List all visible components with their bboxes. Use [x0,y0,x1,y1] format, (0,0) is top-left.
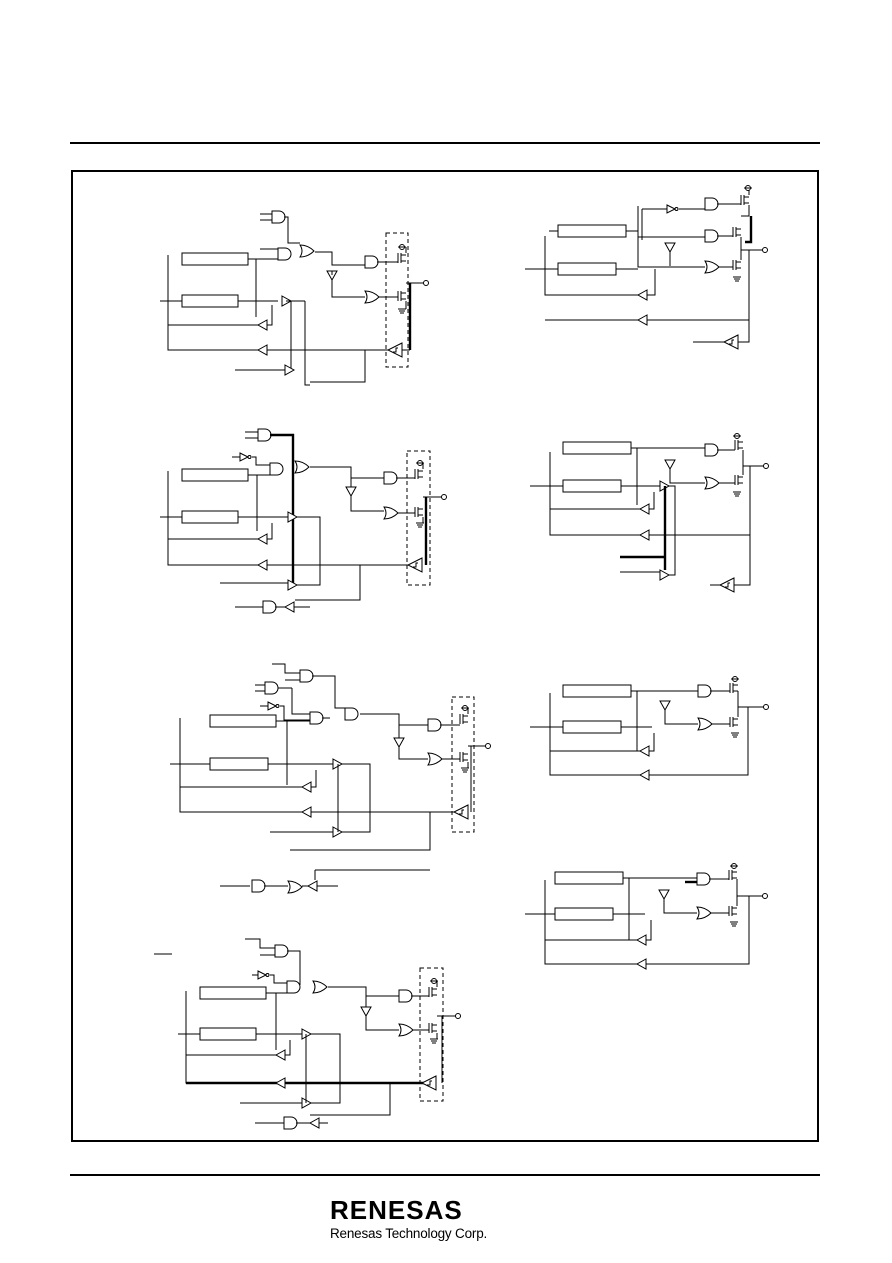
port-schematic-left-2 [160,428,447,614]
port-schematic-right-1 [525,185,768,350]
renesas-logo: RENESAS Renesas Technology Corp. [330,1196,525,1246]
port-schematic-left-4 [150,935,461,1130]
header-rule [70,142,820,144]
port-schematic-left-3 [170,660,491,894]
port-schematic-right-4 [525,863,768,970]
logo-subtitle: Renesas Technology Corp. [330,1226,488,1241]
figure-frame [71,170,819,1142]
logo-mark: RENESAS [330,1195,463,1225]
footer-rule [70,1174,820,1176]
port-schematic-left-1 [160,210,429,390]
port-schematic-right-2 [530,433,769,593]
port-schematic-right-3 [530,676,769,781]
